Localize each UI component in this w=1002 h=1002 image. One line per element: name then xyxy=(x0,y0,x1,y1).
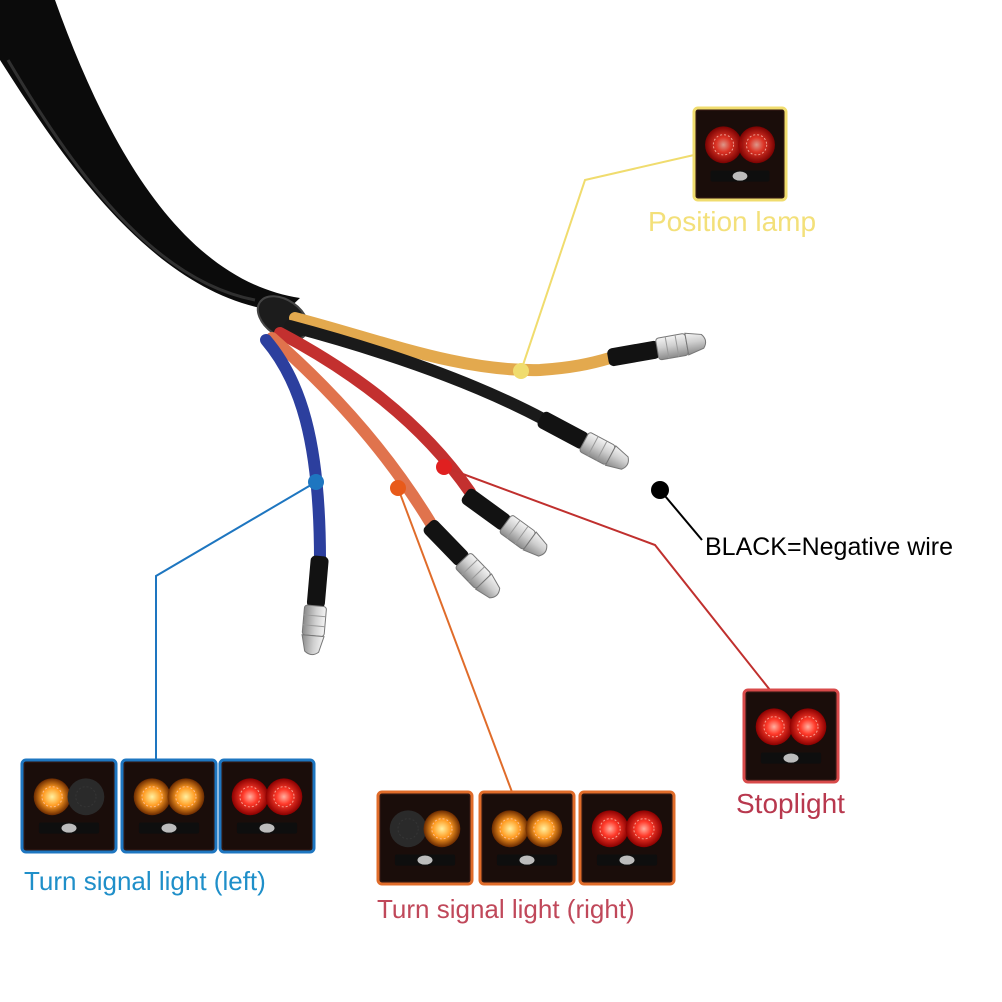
leader-stoplight xyxy=(443,466,771,691)
dot-marker-icon xyxy=(651,481,669,499)
wires xyxy=(260,312,616,566)
dual-round-led-taillight-icon xyxy=(120,758,218,854)
leader-position-lamp xyxy=(520,154,695,372)
dot-marker-icon xyxy=(436,459,452,475)
cable-highlight xyxy=(6,59,256,302)
dot-marker-icon xyxy=(513,363,529,379)
dual-round-led-taillight-icon xyxy=(376,790,474,886)
leader-turn-left xyxy=(155,481,317,762)
position-lamp-label: Position lamp xyxy=(648,206,817,237)
lamp-thumbnails xyxy=(20,106,840,886)
leader-lines xyxy=(155,154,771,793)
cable-bundle xyxy=(0,0,310,341)
black-negative-wire-label: BLACK=Negative wire xyxy=(705,533,954,561)
main-cable-sheath xyxy=(0,0,300,312)
leader-turn-right xyxy=(397,487,513,793)
dual-round-led-taillight-icon xyxy=(742,688,840,784)
dual-round-led-taillight-icon xyxy=(578,790,676,886)
dual-round-led-taillight-icon xyxy=(478,790,576,886)
turn-signal-left-label: Turn signal light (left) xyxy=(24,866,266,896)
dot-marker-icon xyxy=(390,480,406,496)
dual-round-led-taillight-icon xyxy=(218,758,316,854)
wire-blue xyxy=(260,334,326,566)
wire-black xyxy=(284,320,551,426)
stoplight-label: Stoplight xyxy=(736,788,845,819)
turn-signal-right-label: Turn signal light (right) xyxy=(377,894,635,924)
dual-round-led-taillight-icon xyxy=(20,758,118,854)
leader-black xyxy=(659,489,703,541)
wire-yellow xyxy=(289,312,616,377)
wire-orange xyxy=(266,332,436,528)
dual-round-led-taillight-icon xyxy=(692,106,788,202)
dot-marker-icon xyxy=(308,474,324,490)
